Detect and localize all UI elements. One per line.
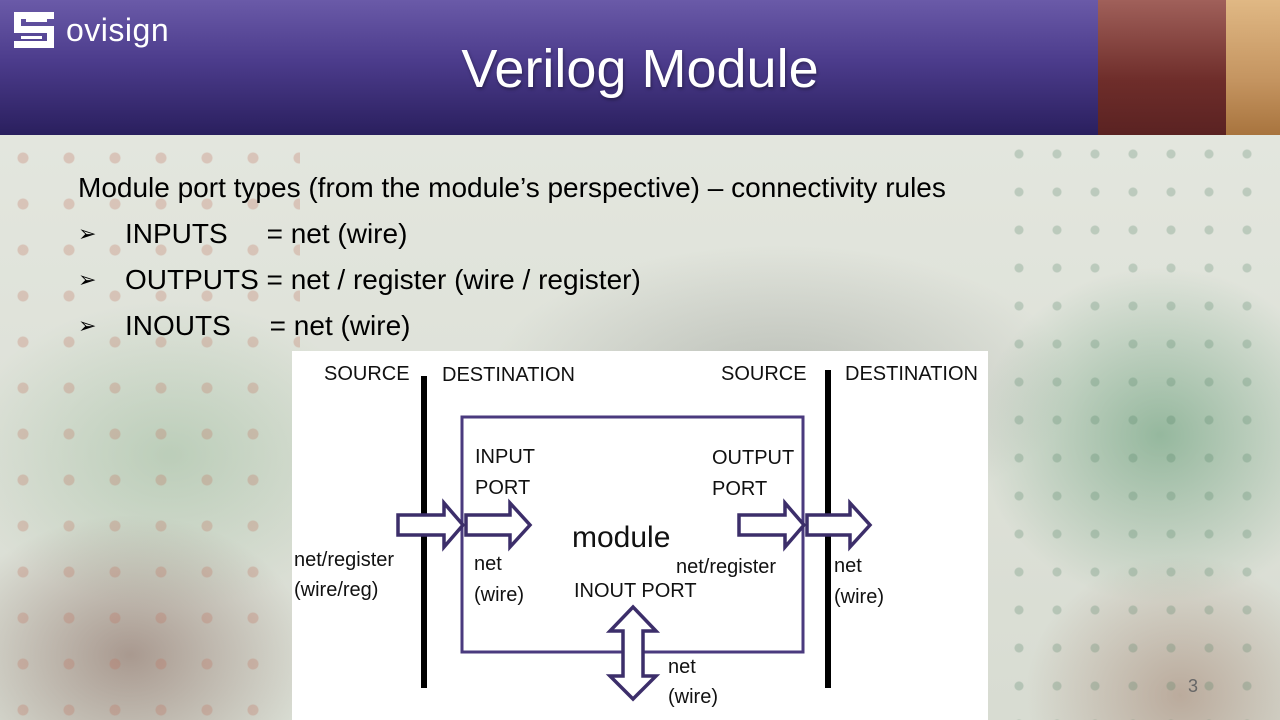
- input-inner-type: net: [474, 553, 502, 575]
- bullet-text: INPUTS = net (wire): [125, 218, 408, 249]
- inner-input-arrow-icon: [464, 498, 533, 552]
- inout-arrow-icon: [605, 604, 661, 702]
- arrowhead-bullet-icon: ➢: [78, 267, 97, 292]
- destination-left-label: DESTINATION: [442, 364, 575, 386]
- intro-text: Module port types (from the module’s per…: [78, 172, 946, 203]
- background-pads-right: [1000, 135, 1280, 720]
- inout-type: net: [668, 656, 696, 678]
- background-pads-left: [0, 135, 300, 720]
- port-connectivity-diagram: SOURCE DESTINATION SOURCE DESTINATION IN…: [292, 351, 988, 720]
- destination-right-label: DESTINATION: [845, 363, 978, 385]
- right-outer-type: net: [834, 555, 862, 577]
- bullet-list: Module port types (from the module’s per…: [78, 170, 946, 354]
- brand-name: ovisign: [66, 11, 170, 48]
- diagram-canvas: SOURCE DESTINATION SOURCE DESTINATION IN…: [294, 363, 978, 708]
- input-port-label-2: PORT: [475, 477, 530, 499]
- bullet-item: ➢ INPUTS = net (wire): [78, 216, 946, 262]
- inout-type-2: (wire): [668, 686, 718, 708]
- inner-output-arrow-icon: [737, 498, 807, 552]
- accent-band-maroon: [1098, 0, 1226, 135]
- slide-title: Verilog Module: [461, 39, 819, 99]
- source-right-label: SOURCE: [721, 363, 807, 385]
- arrowhead-bullet-icon: ➢: [78, 313, 97, 338]
- left-outer-type: net/register: [294, 549, 394, 571]
- brand-logo: ovisign: [12, 8, 169, 52]
- source-left-label: SOURCE: [324, 363, 410, 385]
- page-number: 3: [1188, 676, 1199, 696]
- bullet-text: OUTPUTS = net / register (wire / registe…: [125, 264, 641, 295]
- input-port-label: INPUT: [475, 446, 535, 468]
- output-port-label: OUTPUT: [712, 447, 794, 469]
- output-port-label-2: PORT: [712, 478, 767, 500]
- right-outer-type-2: (wire): [834, 586, 884, 608]
- arrowhead-bullet-icon: ➢: [78, 221, 97, 246]
- bullet-item: ➢ OUTPUTS = net / register (wire / regis…: [78, 262, 946, 308]
- outer-output-arrow-icon: [805, 498, 873, 552]
- output-inner-type: net/register: [676, 556, 776, 578]
- title-bar: [0, 0, 1098, 135]
- ovisign-logo-icon: [14, 12, 54, 48]
- outer-input-arrow-icon: [396, 498, 466, 552]
- input-inner-type-2: (wire): [474, 584, 524, 606]
- accent-band-tan: [1226, 0, 1280, 135]
- module-label: module: [572, 521, 670, 554]
- bullet-item: ➢ INOUTS = net (wire): [78, 308, 946, 354]
- inout-port-label: INOUT PORT: [574, 580, 697, 602]
- left-outer-type-2: (wire/reg): [294, 579, 378, 601]
- bullet-text: INOUTS = net (wire): [125, 310, 411, 341]
